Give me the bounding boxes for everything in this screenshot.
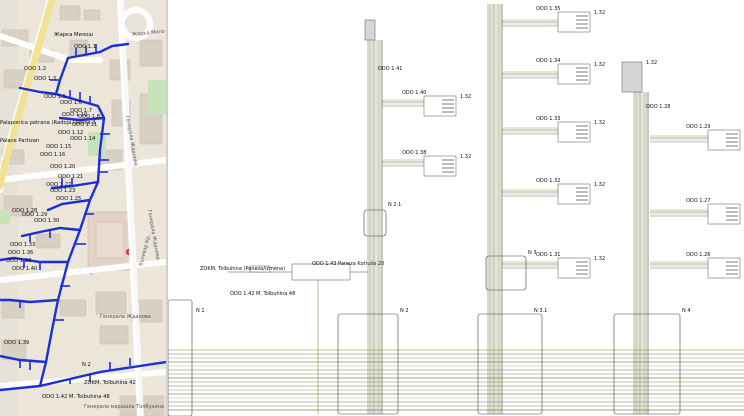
connection-label: ODO 1.43 Paneza Kotruše 20 [312, 260, 384, 267]
map-odo-label[interactable]: ODO 1.20 [50, 164, 75, 170]
odo-enclosure[interactable] [621, 61, 643, 93]
connection-label: ZOKM, Tolbuhina (Paneza/izmena) [200, 266, 285, 272]
map-odo-label[interactable]: ODO 1.14 [70, 136, 96, 142]
map-odo-label[interactable]: ODO 1.5 [44, 94, 66, 100]
odo-box[interactable] [423, 95, 457, 117]
node-label: N 2 [400, 308, 409, 314]
pane-divider[interactable] [166, 0, 168, 416]
map-odo-label[interactable]: ODO 1.23 [50, 188, 75, 194]
map-odo-label[interactable]: ODO 1.38 [6, 258, 31, 264]
odo-box[interactable] [707, 129, 741, 151]
odo-label: ODO 1.38 [402, 150, 426, 156]
map-odo-label[interactable]: ODO 1.22 [46, 182, 71, 188]
node-cabinet[interactable] [337, 313, 399, 415]
odo-label: ODO 1.28 [646, 104, 670, 110]
node-label: N 2.1 [388, 202, 401, 208]
node-label: N 1 [196, 308, 205, 314]
map-street-label: Генерала маршала Толбухина [84, 404, 164, 410]
roundabout [119, 7, 153, 41]
odo-label: ODO 1.29 [686, 124, 710, 130]
map-odo-label[interactable]: ODO 1.8 [78, 114, 100, 120]
map-street-label: Жарка Милош [54, 32, 93, 38]
map-odo-label[interactable]: ODO 1.7 [70, 108, 92, 114]
map-odo-label[interactable]: ODO 1.6 [60, 100, 82, 106]
schematic-canvas[interactable]: N 1 N 2 N 2.1 N 3.1 N 3 N 4 ODO 1.41 ODO… [168, 0, 744, 416]
odo-count: 1.32 [594, 256, 605, 262]
map-odo-label[interactable]: ODO 1.12 [58, 130, 83, 136]
odo-box[interactable] [707, 257, 741, 279]
map-odo-label[interactable]: ODO 1.39 [4, 340, 29, 346]
map-odo-label[interactable]: ODO 1.15 [46, 144, 71, 150]
odo-box[interactable] [557, 257, 591, 279]
odo-label: ODO 1.33 [536, 116, 560, 122]
node-label: N 4 [682, 308, 691, 314]
node-label: N 3 [528, 250, 537, 256]
map-odo-label[interactable]: N 2 [82, 362, 91, 368]
map-pane[interactable]: + P [0, 0, 166, 416]
odo-box[interactable] [557, 63, 591, 85]
odo-label: ODO 1.31 [536, 252, 560, 258]
junction-box[interactable] [363, 209, 387, 237]
map-odo-label[interactable]: ODO 1.25 [56, 196, 81, 202]
connection-box[interactable] [249, 265, 271, 273]
odo-label: ODO 1.40 [402, 90, 426, 96]
odo-count: 1.32 [460, 94, 471, 100]
map-odo-label[interactable]: ODO 1.28 [12, 208, 37, 214]
map-place-label: Palace Partizan [0, 138, 39, 144]
junction-box[interactable] [485, 255, 527, 291]
map-odo-label[interactable]: ODO 1.29 [22, 212, 47, 218]
odo-count: 1.32 [594, 182, 605, 188]
odo-box[interactable] [707, 203, 741, 225]
node-label: N 3.1 [534, 308, 547, 314]
odo-label: ODO 1.27 [686, 198, 710, 204]
map-odo-label[interactable]: ODO 1.40 [12, 266, 37, 272]
map-canvas[interactable]: + P [0, 0, 166, 416]
map-odo-label[interactable]: ODO 1.3 [34, 76, 56, 82]
map-place-label: ODO 1.42 M. Tolbuhina 48 [42, 394, 110, 400]
map-odo-label[interactable]: ODO 1.11 [72, 122, 97, 128]
odo-label: ODO 1.26 [686, 252, 710, 258]
map-odo-label[interactable]: ODO 1.36 [8, 250, 33, 256]
odo-enclosure[interactable] [364, 19, 376, 41]
schematic-pane[interactable]: N 1 N 2 N 2.1 N 3.1 N 3 N 4 ODO 1.41 ODO… [168, 0, 744, 416]
connection-box[interactable] [291, 263, 351, 281]
odo-label: ODO 1.41 [378, 66, 402, 72]
odo-count: 1.32 [594, 62, 605, 68]
map-odo-label[interactable]: ODO 1.33 [10, 242, 35, 248]
odo-box[interactable] [423, 155, 457, 177]
node-cabinet[interactable] [613, 313, 681, 415]
map-odo-label[interactable]: ODO 1.1 [74, 44, 96, 50]
odo-box[interactable] [557, 121, 591, 143]
odo-label: ODO 1.35 [536, 6, 560, 12]
map-place-label: Palaponica petrana (Radoja Dakića 3 [0, 119, 96, 126]
odo-count: 1.32 [594, 10, 605, 16]
map-odo-label[interactable]: ODO 1.21 [58, 174, 83, 180]
odo-box[interactable] [557, 11, 591, 33]
map-odo-label[interactable]: ODO 1.16 [40, 152, 65, 158]
map-odo-label[interactable]: ODO 1.30 [34, 218, 59, 224]
odo-label: ODO 1.34 [536, 58, 560, 64]
odo-count: 1.32 [460, 154, 471, 160]
odo-count: 1.32 [594, 120, 605, 126]
map-street-label: Жарка Мило [132, 29, 166, 38]
map-odo-label[interactable]: ODO 1.2 [24, 66, 46, 72]
map-street-label: Генерала Жданова [100, 314, 151, 320]
connection-label: ODO 1.42 M. Tolbuhina 48 [230, 291, 295, 297]
map-odo-label[interactable]: ODO 1.10 [62, 112, 87, 118]
node-cabinet[interactable] [168, 299, 193, 416]
odo-label: ODO 1.32 [536, 178, 560, 184]
node-cabinet[interactable] [477, 313, 543, 415]
map-place-label: ZOKM, Tolbuhina 42 [84, 380, 136, 386]
odo-box[interactable] [557, 183, 591, 205]
odo-count: 1.32 [646, 60, 657, 66]
